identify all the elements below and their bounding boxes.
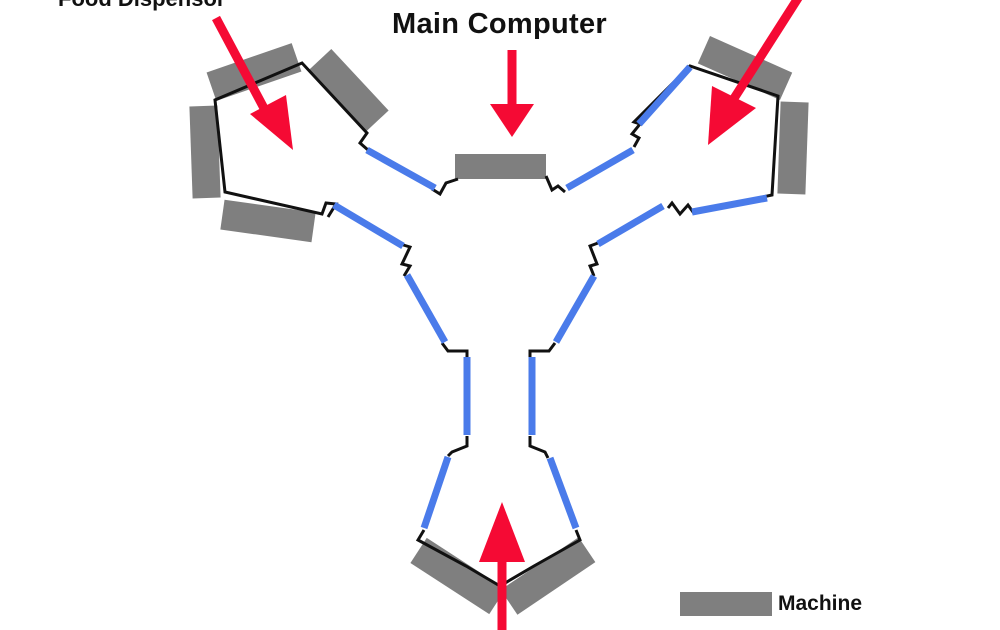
arrow-shaft [212,15,270,115]
main-computer-label: Main Computer [392,8,607,40]
wall [440,342,469,358]
window [420,455,452,530]
wall [399,242,413,277]
machine [500,537,596,615]
window [565,146,635,192]
window [403,273,449,344]
window [546,456,580,530]
windows [332,64,768,530]
wall [528,436,550,459]
legend-machine-label: Machine [778,592,863,615]
machine [777,101,809,195]
arrow-head [490,104,534,137]
wall [431,177,459,197]
wall [544,175,566,194]
wall [629,64,780,217]
arrow-head [250,95,293,150]
machine [206,43,302,101]
food-dispensor-arrow [212,15,293,150]
arrow-head [479,502,525,562]
machine [309,49,389,131]
walls [213,61,780,588]
machine [455,154,546,179]
bottom-arrow [479,502,525,630]
window [636,64,693,127]
top-right-arrow [708,0,803,145]
arrow-head [708,86,756,145]
main-computer-arrow [490,50,534,137]
wall [446,436,469,458]
window [332,201,405,250]
machine [220,199,316,243]
window [691,194,768,216]
machine [189,105,221,199]
window [552,274,598,344]
arrow-shaft [729,0,803,103]
machine [697,35,793,101]
arrows [212,0,803,630]
window [596,202,665,248]
window [365,146,437,192]
wall [213,61,369,218]
machine [410,537,506,615]
wall [528,342,557,358]
food-dispensor-label: Food Dispensor [58,0,225,12]
machines [189,35,809,615]
wall [587,241,599,277]
legend-machine-swatch [680,592,772,616]
